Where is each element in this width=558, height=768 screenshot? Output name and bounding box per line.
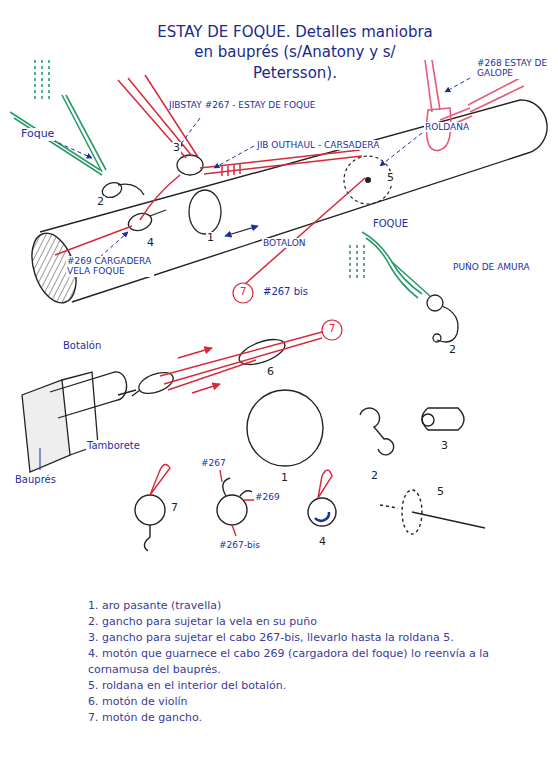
part-label: BOTALON — [262, 238, 307, 248]
callout-number: 1 — [280, 472, 289, 485]
callout-number: 4 — [318, 536, 327, 549]
part-label: JIBSTAY #267 - ESTAY DE FOQUE — [168, 100, 316, 110]
note: 7. motón de gancho. — [88, 710, 543, 726]
callout-number: 6 — [266, 366, 275, 379]
part-label: #269 CARGADERA VELA FOQUE — [66, 256, 154, 277]
callout-label: #267-bis — [218, 540, 261, 550]
part-label: FOQUE — [372, 218, 409, 230]
notes-list: 1. aro pasante (travella)2. gancho para … — [88, 598, 543, 726]
callout-number: 3 — [440, 440, 449, 453]
part-label: Bauprés — [14, 474, 57, 486]
callout-label: #267 — [200, 458, 227, 468]
part-label: ROLDANA — [424, 122, 470, 132]
callout-number: 2 — [370, 470, 379, 483]
part-label: PUÑO DE AMURA — [452, 262, 531, 272]
part-label: Foque — [20, 128, 55, 141]
callout-number: 4 — [146, 237, 155, 250]
callout-number: 7 — [328, 323, 336, 335]
callout-number: 7 — [239, 286, 247, 298]
note: 1. aro pasante (travella) — [88, 598, 543, 614]
part-label: #267 bis — [262, 286, 309, 298]
callout-number: 1 — [206, 232, 215, 245]
part-label: JIB OUTHAUL - CARSADERA — [256, 140, 380, 150]
callout-number: 2 — [448, 344, 457, 357]
part-label: Botalón — [62, 340, 102, 352]
callout-number: 7 — [170, 502, 179, 515]
callout-number: 5 — [386, 172, 395, 185]
note: 6. motón de violín — [88, 694, 543, 710]
callout-number: 5 — [436, 486, 445, 499]
note: 3. gancho para sujetar el cabo 267-bis, … — [88, 630, 543, 646]
callout-label: #269 — [254, 492, 281, 502]
part-label: Tamborete — [86, 440, 141, 452]
botalon-spar — [24, 100, 547, 308]
note: 2. gancho para sujetar la vela en su puñ… — [88, 614, 543, 630]
note: 4. motón que guarnece el cabo 269 (carga… — [88, 646, 543, 678]
part-label: #268 ESTAY DE GALOPE — [476, 58, 554, 79]
note: 5. roldana en el interior del botalón. — [88, 678, 543, 694]
callout-number: 2 — [96, 196, 105, 209]
title: ESTAY DE FOQUE. Detalles maniobra en bau… — [150, 22, 440, 83]
callout-number: 3 — [172, 142, 181, 155]
